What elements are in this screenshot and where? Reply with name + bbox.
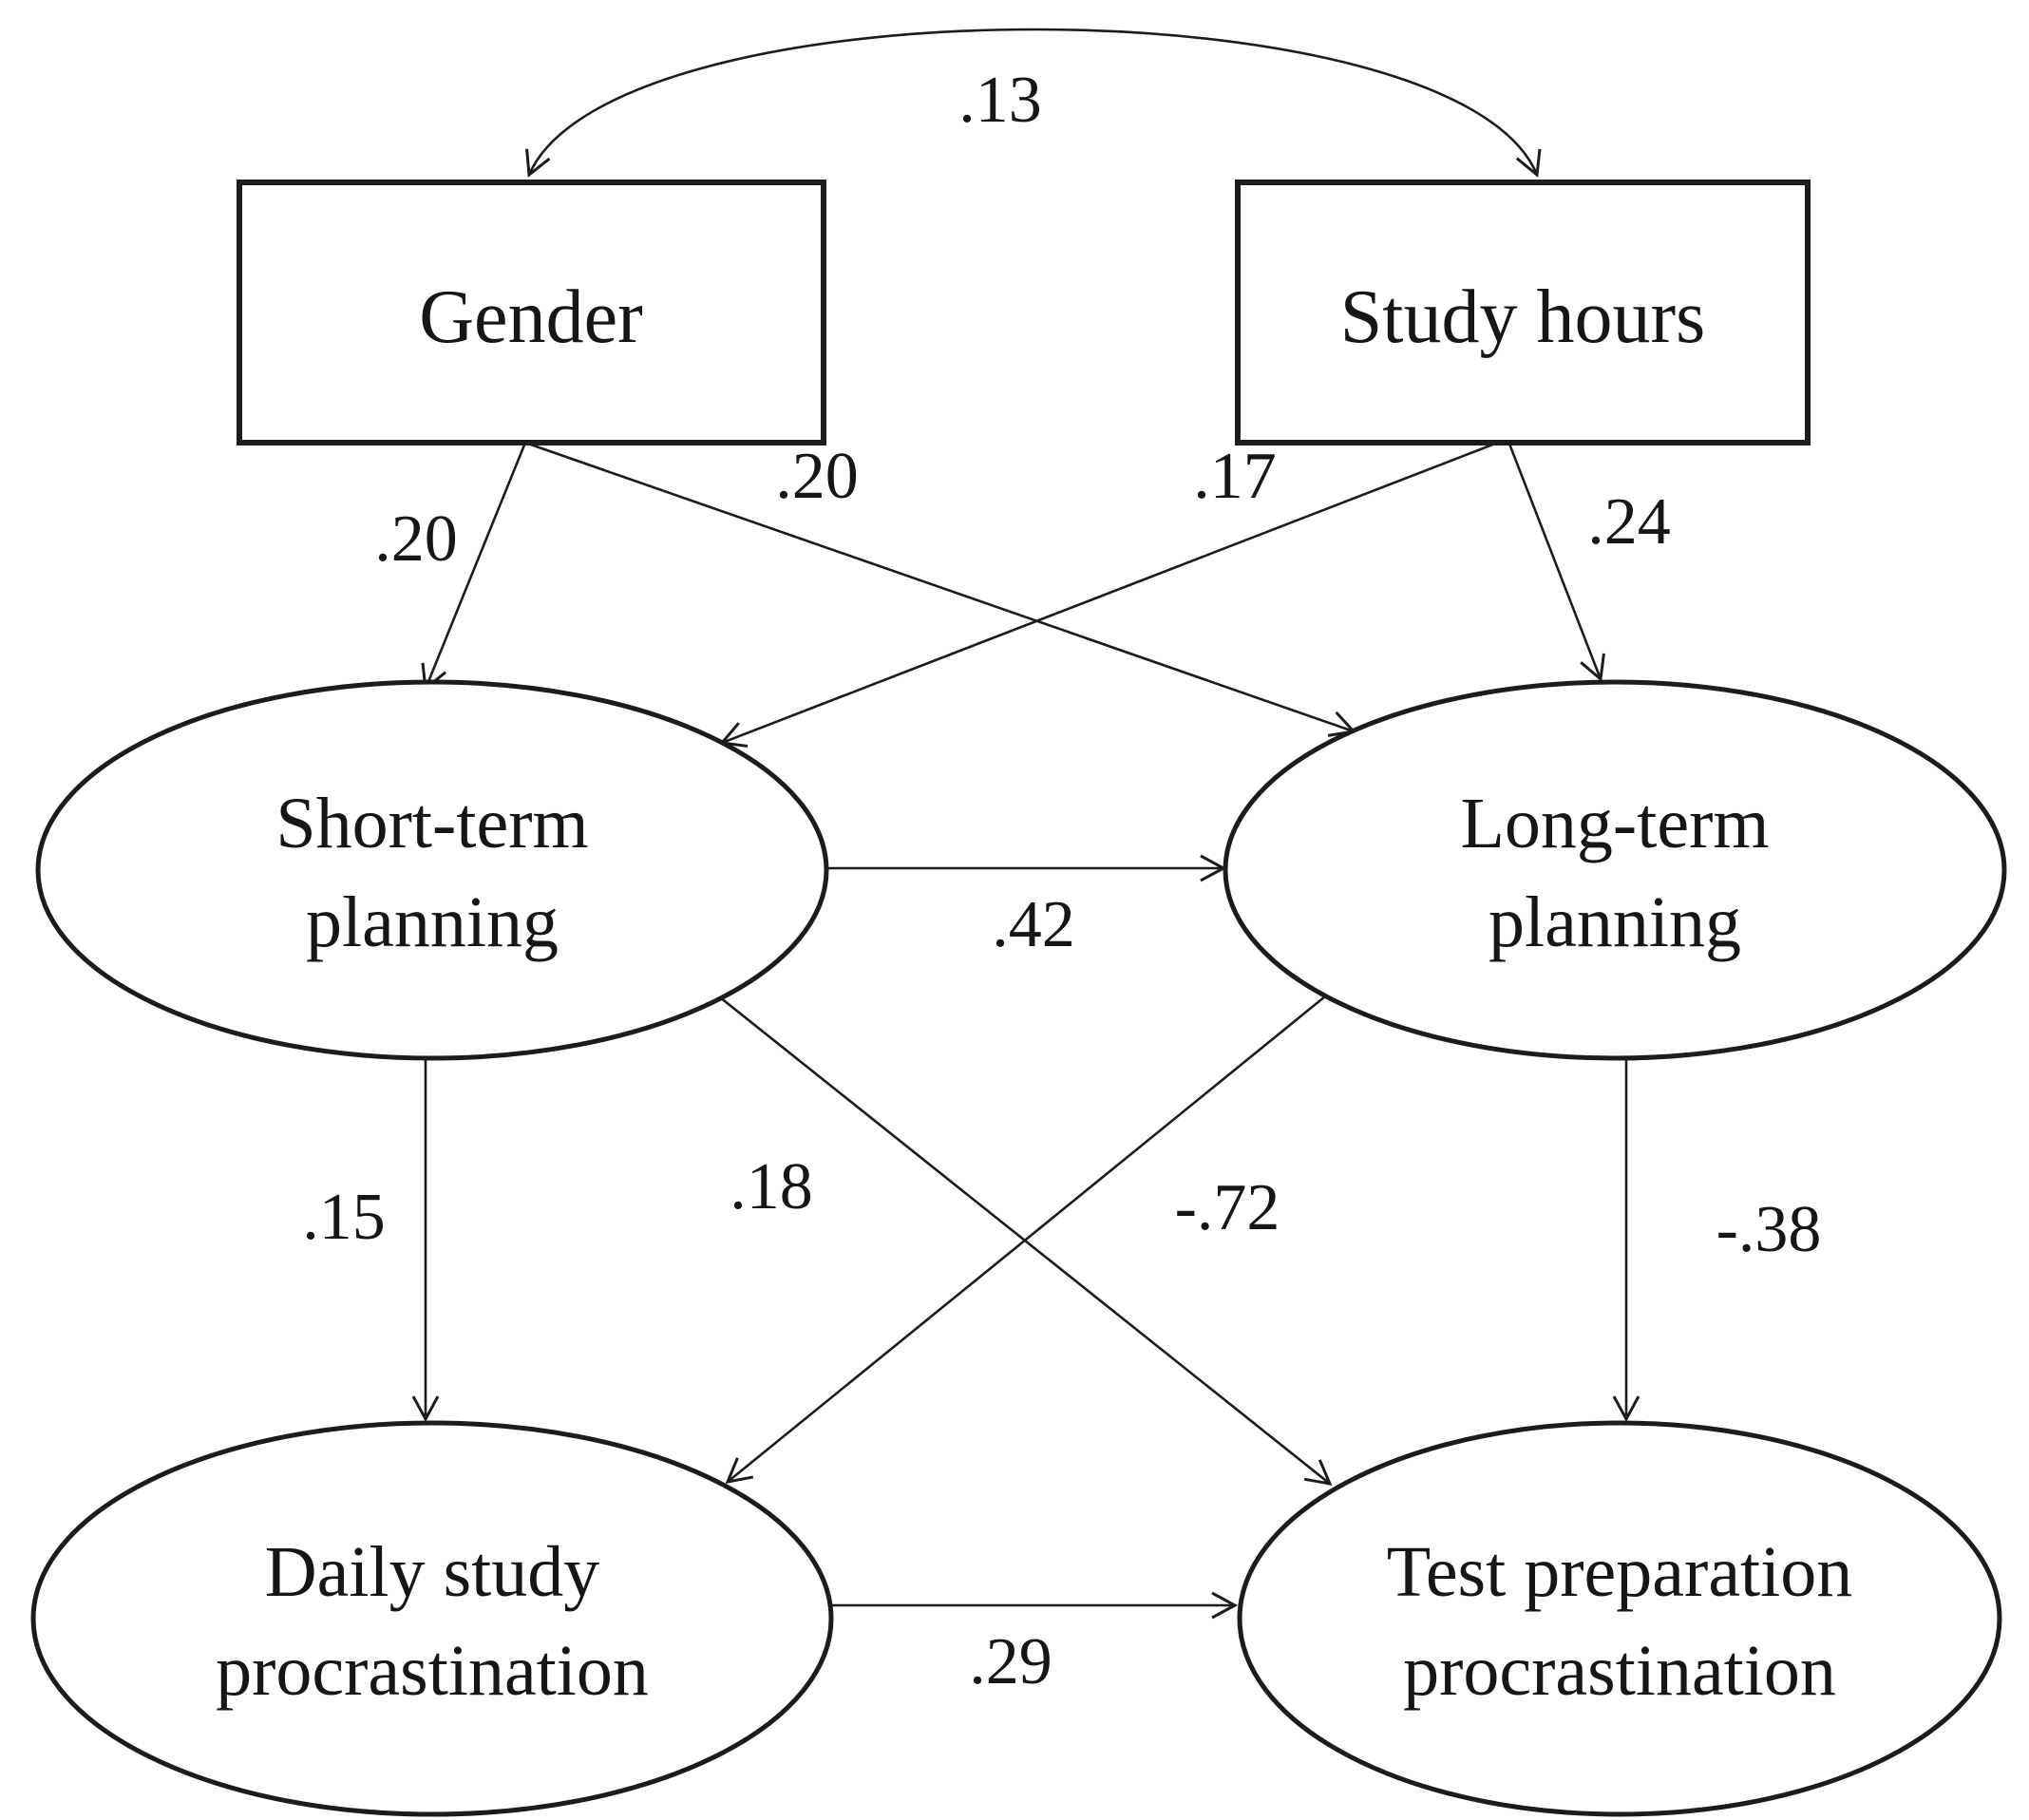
node-gender: Gender [237,180,826,446]
node-long-term-planning: Long-term planning [1223,679,2007,1061]
node-short-term-planning: Short-term planning [35,679,829,1061]
path-study-hours-to-long-term-planning [1506,438,1605,682]
test-preparation-procrastination-label-line1: Test preparation [1387,1532,1853,1612]
daily-study-procrastination-label-line1: Daily study [265,1532,600,1612]
test-preparation-procrastination-ellipse [1237,1420,2002,1817]
coefficient-short-term-long-term: .42 [992,888,1075,961]
short-term-planning-label-line1: Short-term [275,784,588,863]
coefficient-gender-study-hours: .13 [958,64,1042,137]
coefficient-gender-short-term: .20 [374,502,458,576]
gender-label: Gender [419,275,642,359]
coefficient-short-term-daily: .15 [302,1181,386,1254]
short-term-planning-label-line2: planning [306,882,559,962]
coefficient-short-term-test-preparation: .18 [730,1150,813,1223]
node-daily-study-procrastination: Daily study procrastination [30,1420,834,1817]
node-study-hours: Study hours [1235,180,1811,446]
study-hours-label: Study hours [1340,275,1706,359]
path-gender-to-long-term-planning [524,441,1356,737]
short-term-planning-ellipse [35,679,829,1061]
study-hours-box [1235,180,1811,446]
coefficient-daily-test-preparation: .29 [969,1625,1052,1698]
path-gender-to-short-term-planning [421,442,527,692]
long-term-planning-label-line2: planning [1489,882,1741,962]
coefficient-long-term-daily: -.72 [1175,1171,1280,1244]
daily-study-procrastination-ellipse [30,1420,834,1817]
daily-study-procrastination-label-line2: procrastination [216,1631,649,1711]
test-preparation-procrastination-label-line2: procrastination [1403,1631,1836,1711]
gender-box [237,180,826,446]
coefficient-study-hours-short-term: .17 [1193,440,1277,513]
covariance-arc-gender-study-hours [525,28,1542,178]
coefficient-study-hours-long-term: .24 [1587,485,1671,559]
coefficient-long-term-test-preparation: -.38 [1716,1193,1822,1266]
long-term-planning-label-line1: Long-term [1460,784,1769,863]
coefficient-gender-long-term: .20 [775,440,859,513]
long-term-planning-ellipse [1223,679,2007,1061]
path-study-hours-to-short-term-planning [719,437,1508,748]
node-test-preparation-procrastination: Test preparation procrastination [1237,1420,2002,1817]
path-long-term-to-daily-procrastination [725,995,1326,1484]
